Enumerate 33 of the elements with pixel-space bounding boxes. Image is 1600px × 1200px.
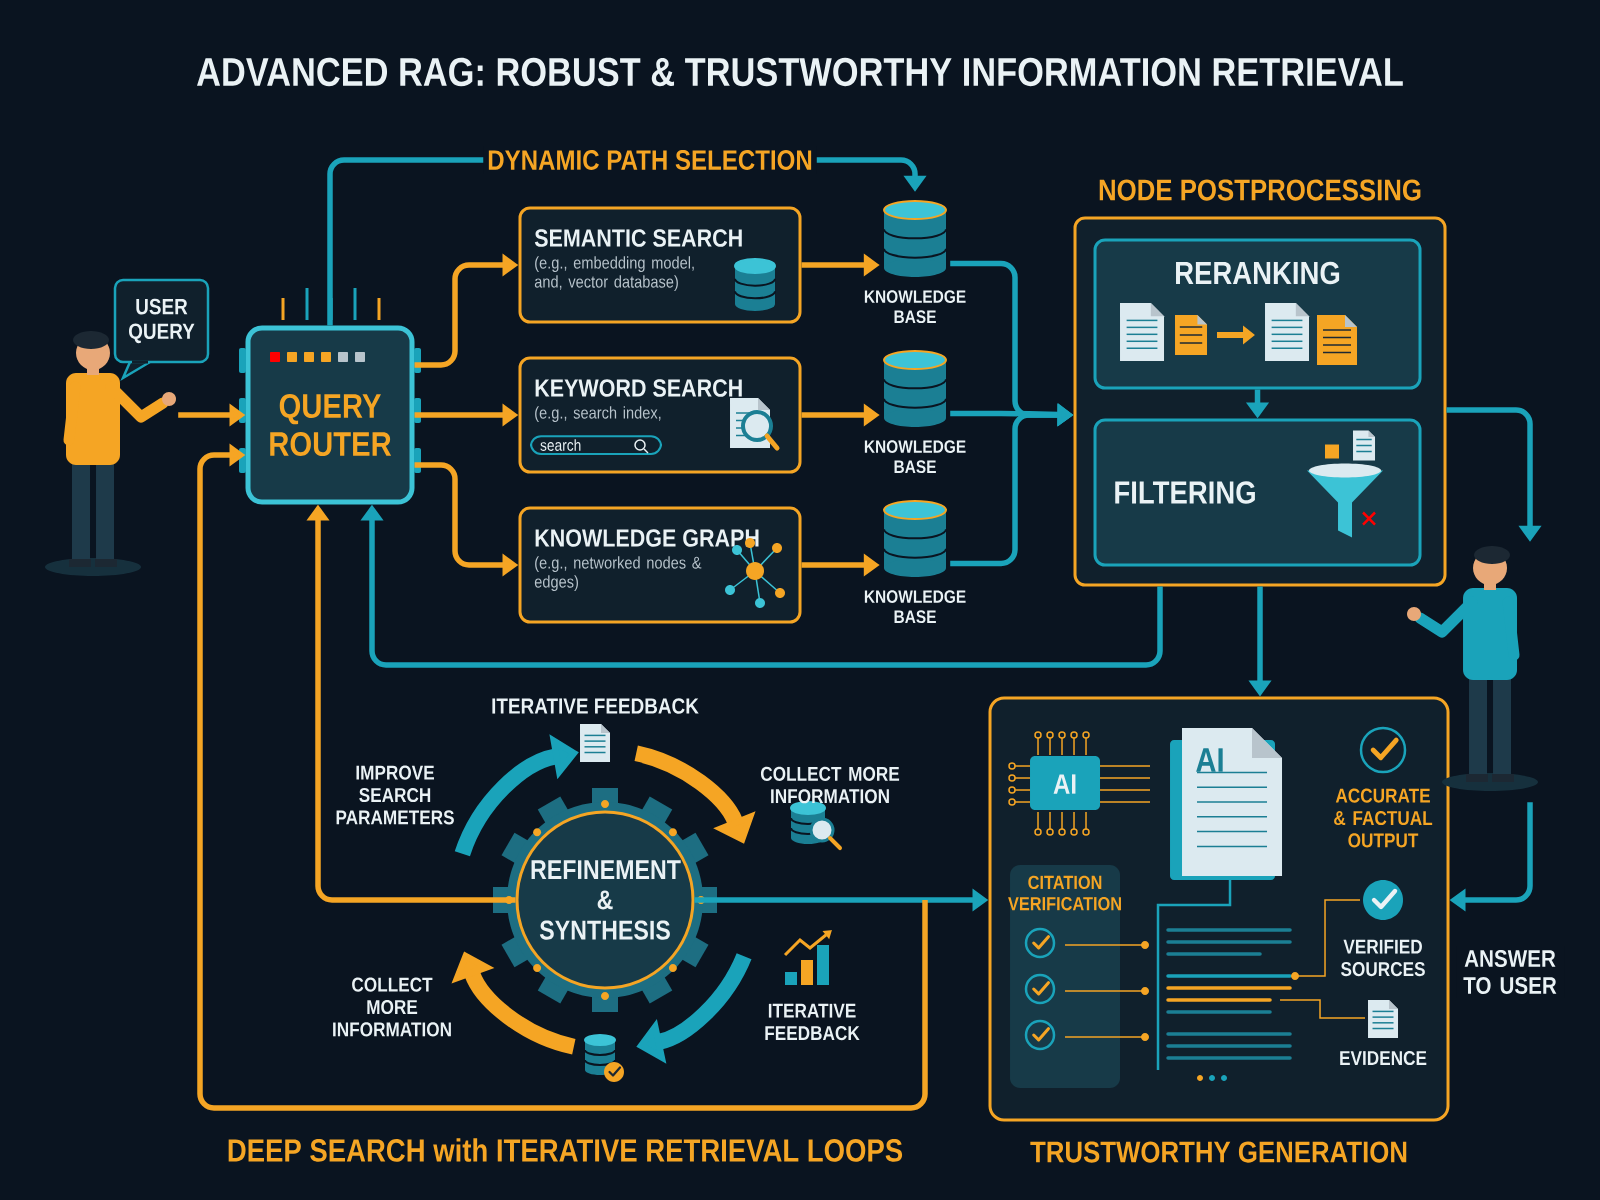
- gear: REFINEMENT & SYNTHESIS: [493, 788, 717, 1012]
- loop-label: IMPROVE SEARCH PARAMETERS: [336, 765, 454, 825]
- loop-label: COLLECT MORE INFORMATION: [333, 977, 451, 1037]
- panel-heading: TRUSTWORTHY GENERATION: [1030, 1141, 1407, 1163]
- search-field: search: [530, 435, 662, 455]
- box-heading: SEMANTIC SEARCH: [534, 229, 742, 247]
- box-heading: FILTERING: [1115, 481, 1255, 504]
- box-description: (e.g., embedding model, and, vector database): [534, 256, 694, 292]
- panel-heading: NODE POSTPROCESSING: [1099, 179, 1421, 201]
- box-description: (e.g., networked nodes & edges): [534, 556, 702, 592]
- loop-label: COLLECT MORE INFORMATION: [761, 766, 900, 804]
- chip-label: AI: [1053, 774, 1076, 794]
- region-caption: DEEP SEARCH with ITERATIVE RETRIEVAL LOOPS: [228, 1138, 903, 1162]
- edge-label: DYNAMIC PATH SELECTION: [483, 146, 817, 174]
- arrow: [197, 443, 928, 1111]
- panel-heading: CITATION VERIFICATION: [1008, 875, 1121, 911]
- loop-label: ITERATIVE FEEDBACK: [492, 698, 699, 714]
- speech-bubble: USER QUERY: [113, 278, 210, 382]
- title: ADVANCED RAG: ROBUST & TRUSTWORTHY INFORMATION RETRIEVAL: [197, 57, 1403, 87]
- evidence-label: EVIDENCE: [1340, 1050, 1427, 1066]
- sources-label: VERIFIED SOURCES: [1341, 939, 1425, 977]
- output-label: ACCURATE & FACTUAL OUTPUT: [1334, 788, 1433, 848]
- loop-label: ITERATIVE FEEDBACK: [765, 1003, 860, 1041]
- router-box: QUERY ROUTER: [239, 288, 421, 505]
- box-heading: KEYWORD SEARCH: [535, 379, 742, 397]
- database-label: KNOWLEDGE BASE: [864, 590, 966, 624]
- box-description: (e.g., search index,: [535, 406, 661, 423]
- box-heading: RERANKING: [1176, 261, 1340, 285]
- document-label: AI: [1196, 748, 1223, 772]
- database-label: KNOWLEDGE BASE: [864, 440, 966, 474]
- edge-label: ANSWER TO USER: [1456, 946, 1564, 998]
- database-label: KNOWLEDGE BASE: [864, 290, 966, 324]
- box-heading: KNOWLEDGE GRAPH: [535, 529, 759, 547]
